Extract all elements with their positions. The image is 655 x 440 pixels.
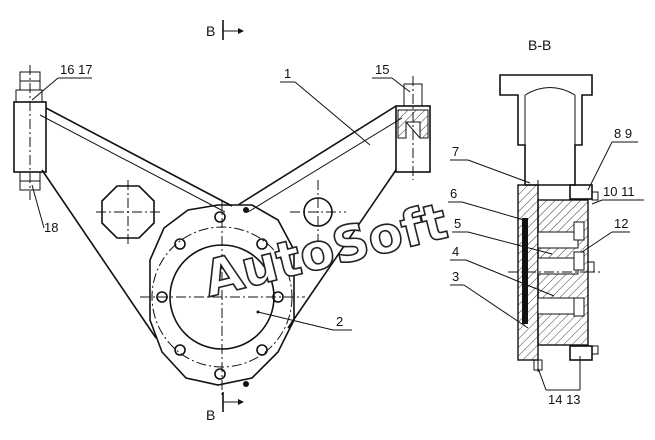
callout-14-13: 14 13 [548,392,581,407]
callout-18: 18 [44,220,58,235]
section-body [508,180,600,372]
callout-10-11: 10 11 [603,184,635,199]
callout-3: 3 [452,269,459,284]
callout-4: 4 [452,244,459,259]
bracket-arms [39,105,403,339]
section-title: B-B [528,37,551,53]
section-mark-top-label: B [206,23,215,39]
callout-16-17: 16 17 [60,62,93,77]
octagon-hole [96,180,160,244]
callout-2: 2 [336,314,343,329]
callout-6: 6 [450,186,457,201]
small-circle-right [290,180,346,244]
callout-7: 7 [452,144,459,159]
section-leaders [448,141,644,391]
callout-12: 12 [614,216,628,231]
front-view: B [13,20,431,423]
callout-8-9: 8 9 [614,126,632,141]
callout-15: 15 [375,62,389,77]
callout-5: 5 [454,216,461,231]
right-pin [395,76,431,180]
section-marker-top: B [206,20,244,40]
left-pin [13,65,47,200]
callout-1: 1 [284,66,291,81]
section-mark-bottom-label: B [206,407,215,423]
watermark: AutoSoft [198,192,453,308]
section-arm [499,74,593,186]
section-marker-bottom: B [206,392,244,423]
flange-plate [140,200,305,395]
front-leaders [31,77,411,331]
section-view: B-B [448,37,644,407]
